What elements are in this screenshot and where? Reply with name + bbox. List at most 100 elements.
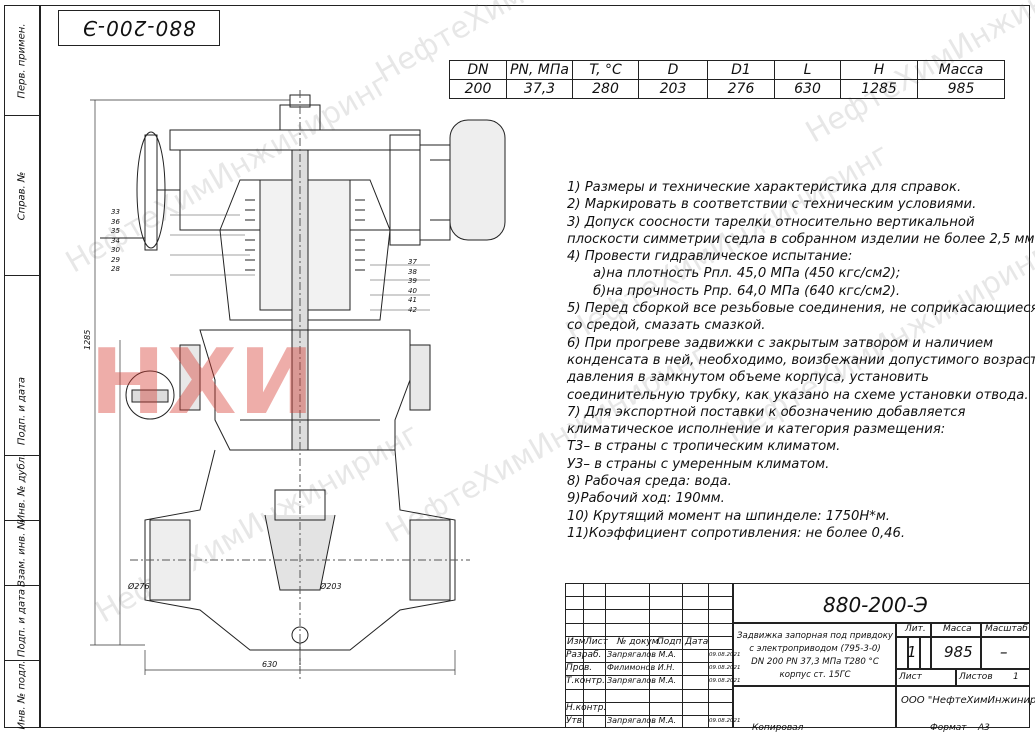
title-row-name: Запрягалов М.А. xyxy=(607,676,676,686)
note-line: давления в замкнутом объеме корпуса, уст… xyxy=(567,370,929,386)
lit-label: Лит. xyxy=(905,624,926,634)
note-line: 9)Рабочий ход: 190мм. xyxy=(567,491,725,507)
lit-value: 1 xyxy=(907,643,917,661)
note-line: Т3– в страны с тропическим климатом. xyxy=(567,439,841,455)
copied-label: Копировал xyxy=(752,723,804,733)
specs-header-cell: T, °С xyxy=(572,60,639,80)
mass-value: 985 xyxy=(944,643,973,661)
title-row-date: 09.08.2021 xyxy=(709,678,741,685)
callout: 38 xyxy=(408,267,417,276)
specs-header-cell: PN, МПа xyxy=(506,60,573,80)
title-row-date: 09.08.2021 xyxy=(709,665,741,672)
specs-value-cell: 1285 xyxy=(840,79,918,99)
side-cell-dup-inv: Инв. № дубл. xyxy=(5,454,39,522)
side-stamp-column: Перв. примен. Справ. № Подп. и дата Инв.… xyxy=(4,5,40,730)
title-row-date: 09.08.2021 xyxy=(709,652,741,658)
callout: 42 xyxy=(408,305,417,314)
title-col-header: Изм xyxy=(567,636,586,647)
title-col-header: № докум. xyxy=(617,636,662,647)
format-value: А3 xyxy=(978,723,990,733)
side-cell-orig-inv: Инв. № подл. xyxy=(5,660,39,730)
title-col-header: Лист xyxy=(585,636,608,647)
scale-label: Масштаб xyxy=(985,624,1028,634)
scale-value: – xyxy=(1000,643,1008,661)
specs-header-cell: H xyxy=(840,60,918,80)
side-cell-sign-date-2: Подп. и дата xyxy=(5,586,39,661)
company-name: ООО "НефтеХимИнжиниринг" xyxy=(901,695,1035,706)
flipped-code-box: 880-200-Э xyxy=(58,10,220,46)
callout: 36 xyxy=(111,217,120,226)
mass-label: Масса xyxy=(943,624,972,634)
callout: 30 xyxy=(111,246,120,254)
note-line: 1) Размеры и технические характеристика … xyxy=(567,180,962,195)
dim-length: 630 xyxy=(262,660,278,669)
side-label: Справ. № xyxy=(16,171,28,220)
title-name-line: DN 200 PN 37,3 МПа Т280 °С корпус ст. 15… xyxy=(751,657,879,680)
callout: 28 xyxy=(111,265,120,273)
specs-value-cell: 203 xyxy=(638,79,708,99)
left-callouts: 33 36 35 34 30 29 28 xyxy=(111,208,120,275)
title-code: 880-200-Э xyxy=(823,593,928,617)
sheets-label: Листов xyxy=(959,672,993,682)
title-row-role: Утв. xyxy=(566,716,585,726)
specs-header-cell: DN xyxy=(449,60,507,80)
title-name-line: Задвижка запорная под привдоку xyxy=(736,631,893,641)
specs-header-cell: D1 xyxy=(707,60,775,80)
callout: 41 xyxy=(408,296,417,304)
note-line: 3) Допуск соосности тарелки относительно… xyxy=(567,214,975,230)
note-line: климатическое исполнение и категория раз… xyxy=(567,422,946,438)
side-label: Подп. и дата xyxy=(16,376,28,445)
grid-line xyxy=(708,583,709,728)
note-line: плоскости симметрии седла в собранном из… xyxy=(567,231,1035,247)
specs-value-row: 200 37,3 280 203 276 630 1285 985 xyxy=(449,79,1005,99)
note-line: 4) Провести гидравлическое испытание: xyxy=(567,249,853,265)
note-line: со средой, смазать смазкой. xyxy=(567,318,766,334)
title-col-header: Подп. xyxy=(657,636,685,647)
note-line: 8) Рабочая среда: вода. xyxy=(567,474,732,490)
side-cell-sign-date: Подп. и дата xyxy=(5,366,39,456)
flipped-code: 880-200-Э xyxy=(82,16,196,40)
title-row-role: Разраб. xyxy=(566,650,602,660)
specs-value-cell: 985 xyxy=(917,79,1005,99)
note-line: 6) При прогреве задвижки с закрытым затв… xyxy=(567,335,994,351)
right-callouts: 37 38 39 40 41 42 xyxy=(408,258,417,315)
note-line: 10) Крутящий момент на шпинделе: 1750Н*м… xyxy=(567,508,890,524)
title-row-role: Пров. xyxy=(566,663,593,674)
grid-line xyxy=(605,583,606,728)
title-row-role: Н.контр. xyxy=(566,702,607,713)
specs-header-cell: D xyxy=(638,60,708,80)
title-row-date: 09.08.2021 xyxy=(709,718,741,724)
note-line: 5) Перед сборкой все резьбовые соединени… xyxy=(567,301,1035,317)
title-name-line: с электроприводом (795-3-0) xyxy=(749,644,881,654)
note-line: б)на прочность Рпр. 64,0 МПа (640 кгс/см… xyxy=(593,283,901,299)
callout: 35 xyxy=(111,227,120,235)
specs-header-cell: Масса xyxy=(917,60,1005,80)
drawing-frame xyxy=(40,5,1030,728)
specs-header-cell: L xyxy=(774,60,841,80)
callout: 29 xyxy=(111,255,120,264)
grid-line xyxy=(682,583,683,728)
title-row-name: Филимонов И.Н. xyxy=(607,663,675,673)
side-cell-first-use: Перв. примен. xyxy=(5,6,39,116)
format-label: Формат xyxy=(930,723,967,733)
callout: 37 xyxy=(408,258,417,266)
side-label: Инв. № подл. xyxy=(16,660,28,730)
specs-value-cell: 280 xyxy=(572,79,639,99)
note-line: конденсата в ней, необходимо, воизбежани… xyxy=(567,352,1035,368)
side-label: Взам. инв. № xyxy=(16,519,28,587)
valve-drawing xyxy=(90,90,506,680)
specs-value-cell: 630 xyxy=(774,79,841,99)
specs-value-cell: 200 xyxy=(449,79,507,99)
note-line: а)на плотность Рпл. 45,0 МПа (450 кгс/см… xyxy=(593,266,901,282)
side-cell-replace-inv: Взам. инв. № xyxy=(5,519,39,587)
specs-value-cell: 276 xyxy=(707,79,775,99)
title-row-name: Запрягалов М.А. xyxy=(607,716,676,725)
note-line: У3– в страны с умеренным климатом. xyxy=(567,456,830,472)
callout: 33 xyxy=(111,208,120,216)
callout: 39 xyxy=(408,277,417,285)
sheet-label: Лист xyxy=(899,672,922,682)
specs-value-cell: 37,3 xyxy=(506,79,573,99)
grid-line xyxy=(583,583,584,728)
dim-d1: Ø276 xyxy=(128,582,150,591)
